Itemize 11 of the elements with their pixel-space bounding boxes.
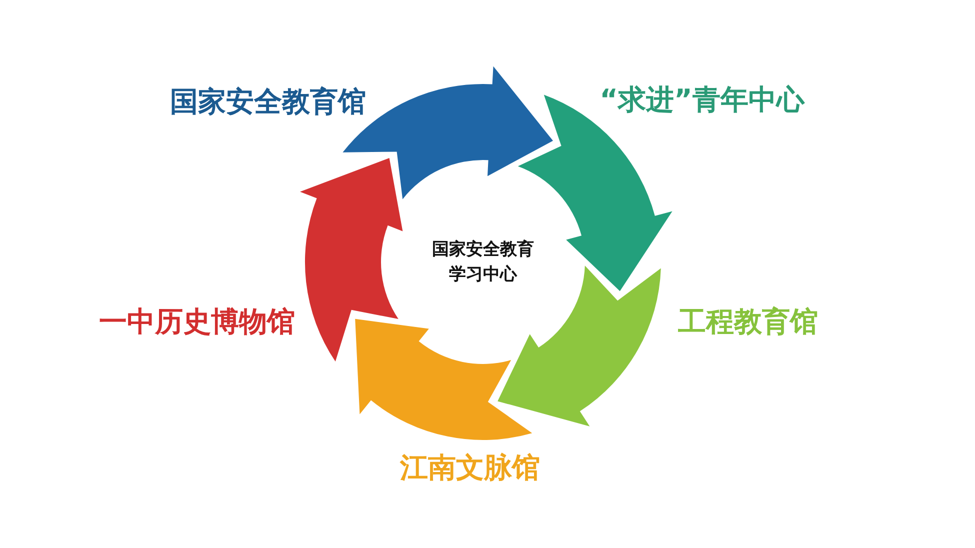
center-title: 国家安全教育学习中心 <box>431 238 535 286</box>
curved-arrow <box>355 318 532 440</box>
curved-arrow <box>342 66 553 200</box>
station-label: 工程教育馆 <box>678 303 818 341</box>
station-label: 国家安全教育馆 <box>170 83 366 121</box>
station-label: “求进”青年中心 <box>600 81 804 119</box>
station-label: 一中历史博物馆 <box>99 303 295 341</box>
curved-arrow <box>498 266 661 426</box>
curved-arrow <box>518 94 672 292</box>
station-label: 江南文脉馆 <box>400 449 540 487</box>
curved-arrow <box>300 158 403 362</box>
